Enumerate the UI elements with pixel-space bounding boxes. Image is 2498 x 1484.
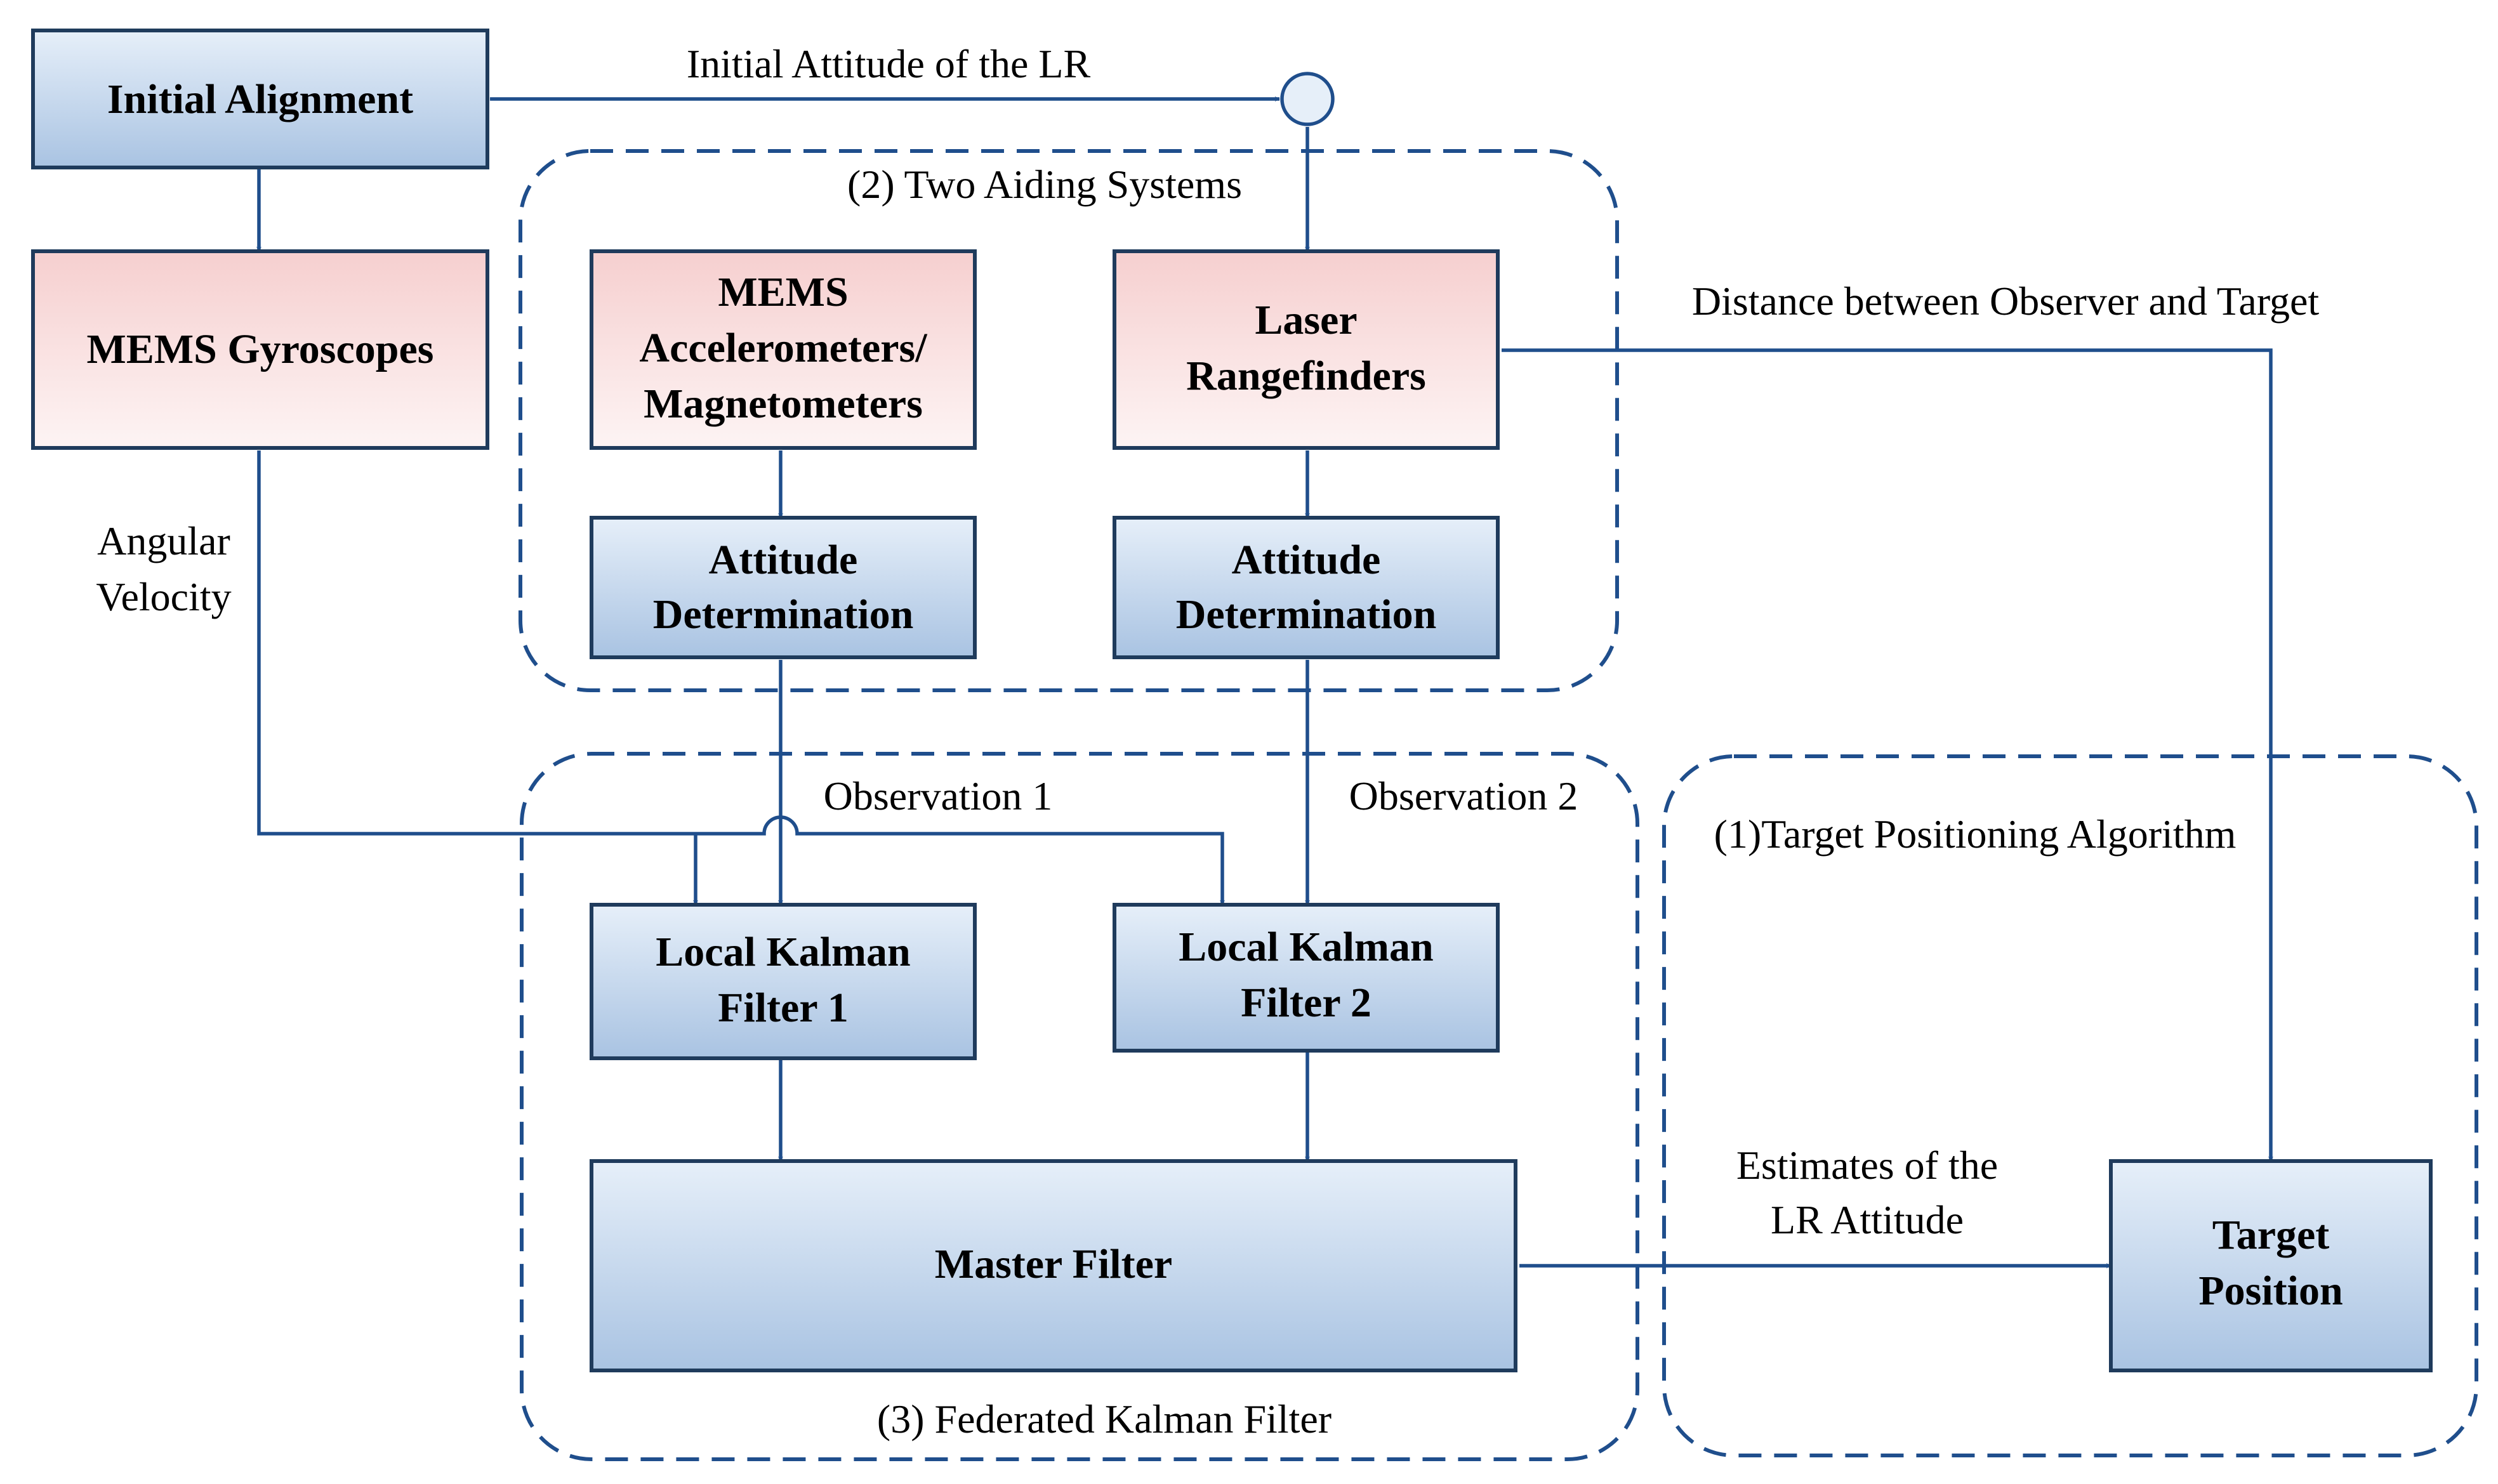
label-estimates-line-2: LR Attitude	[1771, 1197, 1964, 1242]
box-attitude-1-line-1: Attitude	[709, 537, 858, 583]
box-master-filter: Master Filter	[590, 1159, 1517, 1372]
box-local-kalman-filter-2: Local Kalman Filter 2	[1113, 903, 1500, 1053]
box-laser-rangefinders: Laser Rangefinders	[1113, 249, 1500, 450]
box-target-position-line-2: Position	[2198, 1268, 2343, 1314]
edge-labels: Initial Attitude of the LR Distance betw…	[96, 41, 2319, 1242]
label-initial-attitude: Initial Attitude of the LR	[687, 41, 1091, 86]
box-laser-line-1: Laser	[1255, 297, 1357, 343]
box-attitude-1-line-2: Determination	[653, 591, 914, 638]
group-aiding-systems: (2) Two Aiding Systems	[519, 149, 1619, 692]
box-target-position: Target Position	[2109, 1159, 2433, 1372]
box-target-position-line-1: Target	[2212, 1212, 2330, 1258]
connectors	[256, 96, 2273, 1268]
label-angular-velocity-line-2: Velocity	[96, 574, 231, 619]
box-initial-alignment-label: Initial Alignment	[107, 76, 413, 122]
group-target-positioning-label: (1)Target Positioning Algorithm	[1714, 811, 2237, 857]
box-attitude-determination-2: Attitude Determination	[1113, 516, 1500, 659]
box-mems-accel-line-2: Accelerometers/	[639, 325, 928, 371]
label-angular-velocity-line-1: Angular	[97, 518, 230, 563]
box-mems-accel-line-1: MEMS	[718, 269, 848, 315]
label-distance: Distance between Observer and Target	[1692, 279, 2320, 324]
box-laser-line-2: Rangefinders	[1186, 353, 1426, 399]
label-observation-1: Observation 1	[824, 773, 1053, 818]
box-mems-accelerometers-magnetometers: MEMS Accelerometers/ Magnetometers	[590, 249, 977, 450]
label-estimates-line-1: Estimates of the	[1736, 1143, 1998, 1188]
box-local-kf-1-line-1: Local Kalman	[656, 929, 911, 975]
box-initial-alignment: Initial Alignment	[31, 29, 489, 169]
box-local-kf-2-line-1: Local Kalman	[1179, 924, 1434, 970]
box-attitude-2-line-1: Attitude	[1232, 537, 1381, 583]
box-attitude-2-line-2: Determination	[1176, 591, 1437, 638]
box-local-kf-2-line-2: Filter 2	[1241, 980, 1371, 1026]
arrow-distance-to-target	[1502, 348, 2273, 1162]
box-mems-accel-line-3: Magnetometers	[644, 381, 923, 427]
label-observation-2: Observation 2	[1349, 773, 1578, 818]
box-local-kf-1-line-2: Filter 1	[718, 985, 849, 1031]
group-target-positioning: (1)Target Positioning Algorithm	[1662, 754, 2478, 1457]
group-federated-kf-label: (3) Federated Kalman Filter	[877, 1396, 1332, 1441]
group-aiding-systems-label: (2) Two Aiding Systems	[847, 162, 1242, 207]
group-federated-kalman-filter: (3) Federated Kalman Filter	[520, 752, 1639, 1461]
box-mems-gyroscopes-label: MEMS Gyroscopes	[87, 326, 434, 372]
summing-junction	[1280, 72, 1335, 126]
box-master-filter-label: Master Filter	[935, 1241, 1172, 1287]
box-mems-gyroscopes: MEMS Gyroscopes	[31, 249, 489, 450]
box-attitude-determination-1: Attitude Determination	[590, 516, 977, 659]
box-local-kalman-filter-1: Local Kalman Filter 1	[590, 903, 977, 1060]
